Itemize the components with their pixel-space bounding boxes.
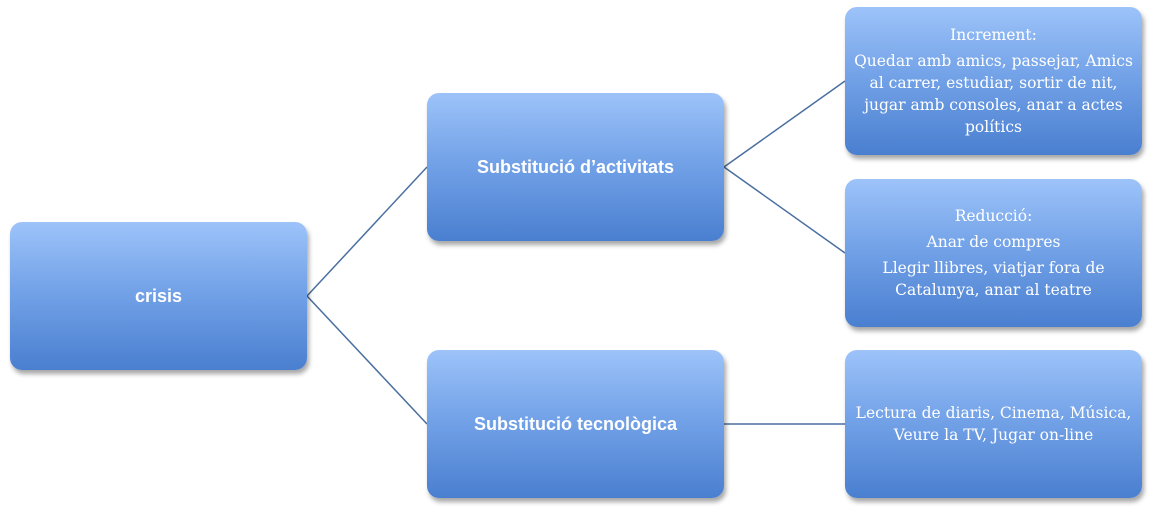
node-crisis: crisis (10, 222, 307, 370)
node-substitucio-activitats: Substitució d’activitats (427, 93, 724, 241)
node-text: Quedar amb amics, passejar, Amics al car… (854, 52, 1133, 136)
connector-root-activities (306, 166, 428, 297)
node-substitucio-tecnologica: Substitució tecnològica (427, 350, 724, 498)
connector-activities-reduction (723, 166, 846, 254)
connector-activities-increment (723, 80, 846, 168)
node-title: Reducció: (954, 207, 1033, 225)
node-label: Substitució tecnològica (473, 413, 678, 434)
node-text: Lectura de diaris, Cinema, Música, Veure… (855, 404, 1132, 444)
node-tech-items: Lectura de diaris, Cinema, Música, Veure… (845, 350, 1142, 498)
node-text-line1: Anar de compres (926, 233, 1061, 251)
node-reduccio: Reducció: Anar de compres Llegir llibres… (845, 179, 1142, 327)
node-label: crisis (134, 285, 183, 306)
node-title: Increment: (950, 26, 1037, 44)
node-increment: Increment: Quedar amb amics, passejar, A… (845, 7, 1142, 155)
node-text-line2: Llegir llibres, viatjar fora de Cataluny… (882, 259, 1105, 299)
node-label: Substitució d’activitats (476, 156, 675, 177)
connector-root-technology (306, 295, 428, 425)
